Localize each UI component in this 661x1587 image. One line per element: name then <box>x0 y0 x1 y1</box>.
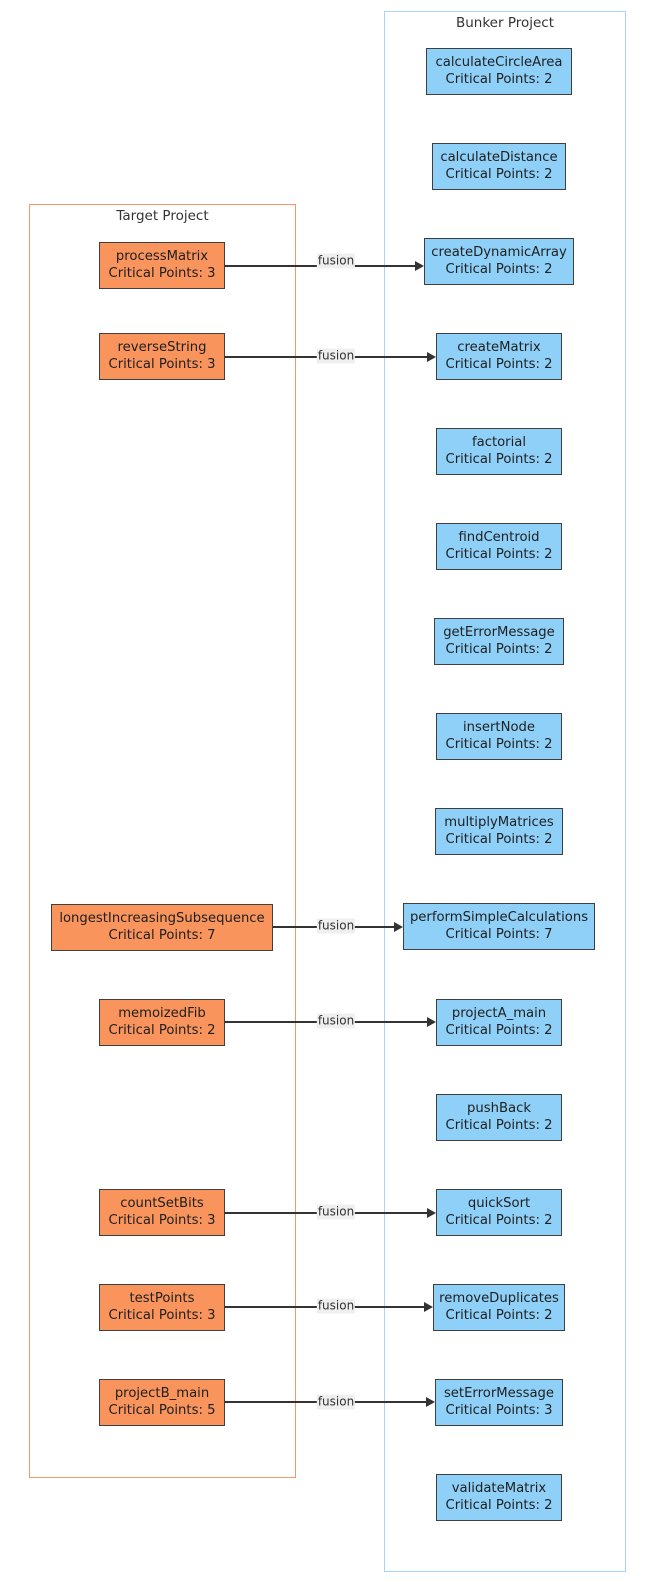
node-metric: Critical Points: 7 <box>445 927 553 942</box>
node-metric: Critical Points: 2 <box>445 72 553 87</box>
node-title: getErrorMessage <box>443 624 555 640</box>
node-metric: Critical Points: 2 <box>445 357 553 372</box>
node-title: setErrorMessage <box>443 1385 555 1401</box>
node-metric: Critical Points: 2 <box>445 1308 553 1323</box>
node-metric: Critical Points: 2 <box>445 547 553 562</box>
node-metric: Critical Points: 2 <box>445 832 553 847</box>
node-title: removeDuplicates <box>439 1290 559 1306</box>
edge-label-fusion: fusion <box>316 1204 356 1220</box>
node-metric: Critical Points: 2 <box>445 737 553 752</box>
node-metric: Critical Points: 2 <box>445 1498 553 1513</box>
node-title: quickSort <box>467 1195 531 1211</box>
node-metric: Critical Points: 2 <box>445 1213 553 1228</box>
node-title: validateMatrix <box>451 1480 547 1496</box>
edge-label-fusion: fusion <box>316 1298 356 1314</box>
node-metric: Critical Points: 5 <box>108 1403 216 1418</box>
arrowhead-icon <box>427 1016 436 1027</box>
cluster-bunker-project-title: Bunker Project <box>455 15 555 31</box>
node-title: findCentroid <box>458 529 540 545</box>
node-metric: Critical Points: 2 <box>445 452 553 467</box>
node-title: insertNode <box>462 719 536 735</box>
node-title: projectB_main <box>114 1385 210 1401</box>
edge-label-fusion: fusion <box>316 1013 356 1029</box>
arrowhead-icon <box>426 1396 435 1407</box>
arrowhead-icon <box>427 351 436 362</box>
node-title: calculateCircleArea <box>435 54 563 70</box>
node-title: pushBack <box>467 1100 531 1116</box>
node-title: createMatrix <box>457 339 541 355</box>
node-title: createDynamicArray <box>431 244 567 260</box>
arrowhead-icon <box>427 1207 436 1218</box>
node-title: projectA_main <box>451 1005 547 1021</box>
node-title: reverseString <box>117 339 207 355</box>
arrowhead-icon <box>394 921 403 932</box>
node-metric: Critical Points: 2 <box>445 642 553 657</box>
node-title: factorial <box>471 434 527 450</box>
node-title: testPoints <box>129 1290 195 1306</box>
cluster-target-project-title: Target Project <box>116 208 209 224</box>
node-title: processMatrix <box>115 248 209 264</box>
node-metric: Critical Points: 3 <box>108 266 216 281</box>
node-title: longestIncreasingSubsequence <box>59 910 265 926</box>
node-metric: Critical Points: 3 <box>108 1308 216 1323</box>
node-title: countSetBits <box>120 1195 204 1211</box>
node-metric: Critical Points: 2 <box>445 167 553 182</box>
node-metric: Critical Points: 2 <box>445 1118 553 1133</box>
arrowhead-icon <box>415 260 424 271</box>
node-title: calculateDistance <box>440 149 558 165</box>
node-metric: Critical Points: 2 <box>108 1023 216 1038</box>
cluster-bunker-project <box>384 11 626 1572</box>
arrowhead-icon <box>424 1301 433 1312</box>
node-metric: Critical Points: 2 <box>445 262 553 277</box>
node-metric: Critical Points: 3 <box>108 357 216 372</box>
node-metric: Critical Points: 7 <box>108 928 216 943</box>
edge-label-fusion: fusion <box>316 348 356 364</box>
node-metric: Critical Points: 3 <box>108 1213 216 1228</box>
cluster-target-project <box>29 204 296 1478</box>
node-metric: Critical Points: 2 <box>445 1023 553 1038</box>
node-title: memoizedFib <box>118 1005 206 1021</box>
node-title: multiplyMatrices <box>444 814 554 830</box>
edge-label-fusion: fusion <box>316 253 356 269</box>
edge-label-fusion: fusion <box>316 918 356 934</box>
node-metric: Critical Points: 3 <box>445 1403 553 1418</box>
node-title: performSimpleCalculations <box>409 909 589 925</box>
edge-label-fusion: fusion <box>316 1394 356 1410</box>
